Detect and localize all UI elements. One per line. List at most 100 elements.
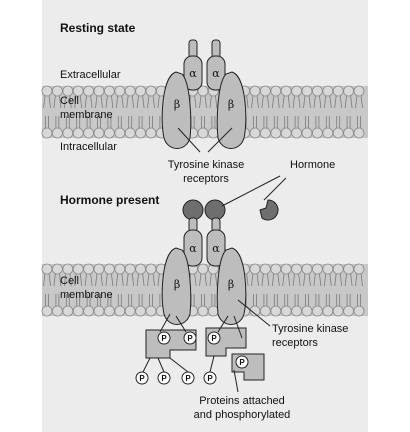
lipid-head <box>135 305 147 317</box>
lipid-head <box>83 85 94 97</box>
lipid-head <box>353 305 365 317</box>
lipid-head <box>197 305 209 317</box>
lipid-head <box>343 263 355 275</box>
active-beta-label-right: β <box>228 278 234 291</box>
lipid-head <box>104 305 115 317</box>
hormone-bound-right <box>204 199 226 221</box>
lipid-head <box>145 263 157 275</box>
link-2 <box>175 315 187 333</box>
hormone-group <box>182 175 287 221</box>
lipid-head <box>301 263 313 275</box>
resting-receptor-dimer: α α β β <box>161 39 247 153</box>
alpha-subunit-left <box>183 55 203 91</box>
proteins-label-line1: Proteins attached <box>199 395 285 407</box>
lipid-head <box>114 127 126 139</box>
phosphate-link-a <box>142 357 151 373</box>
lipid-head <box>311 85 323 97</box>
resting-state-title: Resting state <box>60 21 136 35</box>
lipid-head <box>249 127 261 139</box>
lipid-head <box>197 127 209 139</box>
lipid-head <box>301 85 313 97</box>
background-panel <box>42 0 368 432</box>
phosphate-5: P <box>135 371 149 385</box>
lipid-head <box>259 127 271 139</box>
cell-membrane-bottom-line1: Cell <box>60 275 79 287</box>
lipid-head <box>135 263 147 275</box>
lipid-head <box>83 127 94 139</box>
lipid-head <box>249 263 261 275</box>
lipid-head <box>145 127 157 139</box>
alpha-subunit-right <box>206 55 226 91</box>
lipid-head <box>52 85 63 97</box>
lipid-head <box>52 127 63 139</box>
link-1 <box>159 313 171 333</box>
lipid-head <box>124 263 136 275</box>
lipid-head <box>322 263 334 275</box>
leader-line-left <box>177 127 201 153</box>
cell-membrane-top-line2: membrane <box>60 109 113 121</box>
hormone-present-title: Hormone present <box>60 193 159 207</box>
alpha-label-right: α <box>212 67 220 80</box>
lipid-head <box>145 305 157 317</box>
lipid-head <box>62 127 74 139</box>
lipid-head <box>291 263 303 275</box>
tk-receptors-bottom-line2: receptors <box>272 337 318 349</box>
svg-text:P: P <box>139 374 145 383</box>
phosphate-7: P <box>181 371 195 385</box>
lipid-head <box>124 85 136 97</box>
svg-text:P: P <box>239 358 245 367</box>
lipid-head <box>332 263 344 275</box>
lipid-head <box>280 305 292 317</box>
lipid-head <box>301 305 313 317</box>
svg-text:P: P <box>161 374 167 383</box>
lipid-head <box>52 263 63 275</box>
svg-text:P: P <box>211 334 217 343</box>
lipid-head <box>62 305 74 317</box>
lipid-head <box>41 263 53 275</box>
tk-receptors-top-line2: receptors <box>183 173 229 185</box>
lipid-head <box>114 263 126 275</box>
lipid-head <box>332 85 344 97</box>
phosphate-link-d <box>209 355 215 373</box>
extracellular-label: Extracellular <box>60 69 121 81</box>
svg-text:P: P <box>185 374 191 383</box>
lipid-head <box>83 305 94 317</box>
lipid-head <box>93 305 105 317</box>
lipid-head <box>114 305 126 317</box>
active-alpha-subunit-right <box>206 229 226 267</box>
lipid-head <box>72 305 84 317</box>
lipid-head <box>72 263 84 275</box>
hormone-leader-1 <box>221 175 281 207</box>
active-beta-subunit-left <box>161 247 192 325</box>
lipid-head <box>124 127 136 139</box>
lipid-head <box>280 127 292 139</box>
cell-membrane-bottom-line2: membrane <box>60 289 113 301</box>
proteins-leader <box>233 369 239 393</box>
lipid-head <box>249 85 261 97</box>
lipid-head <box>197 263 209 275</box>
alpha-label-left: α <box>189 67 197 80</box>
active-alpha-label-right: α <box>212 242 220 255</box>
leader-line-right <box>207 127 233 153</box>
alpha-stalk-right <box>211 39 221 59</box>
phosphate-2: P <box>183 331 197 345</box>
beta-label-right: β <box>228 98 234 111</box>
lipid-head <box>145 85 157 97</box>
lipid-head <box>322 85 334 97</box>
alpha-stalk-left <box>188 39 198 59</box>
lipid-head <box>135 127 147 139</box>
phosphate-8: P <box>203 371 217 385</box>
svg-text:P: P <box>207 374 213 383</box>
tk-receptors-top-line1: Tyrosine kinase <box>168 159 244 171</box>
lipid-head <box>124 305 136 317</box>
lipid-head <box>259 85 271 97</box>
lipid-head <box>72 85 84 97</box>
lipid-head <box>93 127 105 139</box>
lipid-head <box>353 263 365 275</box>
lipid-head <box>280 263 292 275</box>
phosphate-groups: P P P P P P <box>135 331 249 393</box>
svg-text:P: P <box>161 334 167 343</box>
lipid-head <box>270 305 282 317</box>
